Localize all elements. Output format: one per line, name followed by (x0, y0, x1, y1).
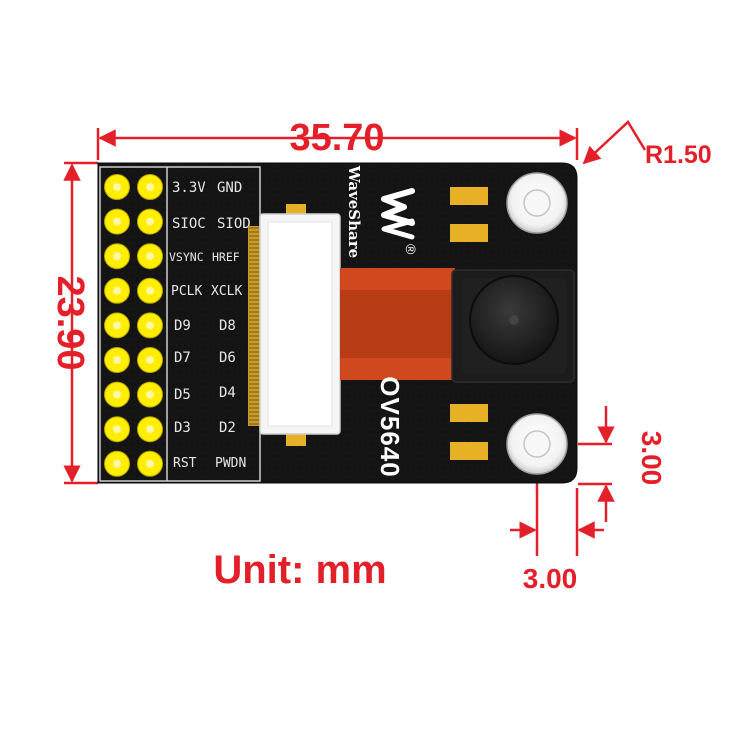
header-pin-center (113, 356, 121, 364)
hole-v-label: 3.00 (636, 431, 667, 486)
registered-mark: ® (403, 244, 419, 255)
mounting-hole-bottom-inner (523, 430, 551, 458)
pin-label-3-1: XCLK (211, 284, 242, 299)
pin-label-2-1: HREF (212, 250, 240, 264)
pin-label-0-1: GND (217, 180, 242, 196)
connector-tab-bottom (286, 432, 306, 446)
pin-label-7-1: D2 (219, 420, 236, 436)
flex-cable-strip (340, 290, 455, 358)
pin-header (104, 174, 163, 477)
mounting-holes (506, 172, 568, 475)
pin-label-1-1: SIOD (217, 216, 251, 232)
pin-label-5-1: D6 (219, 350, 236, 366)
brand-name: WaveShare (345, 165, 363, 258)
header-pin-center (146, 252, 154, 261)
header-pin-center (146, 425, 154, 434)
hole-h-label: 3.00 (523, 563, 578, 594)
header-pin-center (113, 183, 121, 191)
header-pin-center (113, 425, 121, 434)
unit-label: Unit: mm (213, 548, 386, 592)
connector-inner (267, 221, 333, 427)
pin-label-5-0: D7 (174, 350, 191, 366)
dimension-lines (63, 120, 647, 556)
pin-label-1-0: SIOC (172, 216, 206, 232)
radius-leader (582, 120, 647, 165)
header-pin-center (113, 459, 121, 468)
header-pin-center (146, 356, 154, 364)
header-pin-center (113, 390, 121, 399)
pin-labels: 3.3V GND SIOC SIOD VSYNC HREF PCLK XCLK … (169, 180, 251, 471)
pin-label-4-1: D8 (219, 318, 236, 334)
model-name: OV5640 (375, 376, 405, 477)
smd-pads (450, 187, 488, 460)
flex-cable (340, 268, 455, 380)
pad-bottom-upper (450, 404, 488, 422)
header-pin-center (113, 217, 121, 226)
header-pin-center (146, 217, 154, 226)
header-pin-center (146, 459, 154, 468)
pin-label-6-0: D5 (174, 387, 191, 403)
pin-label-4-0: D9 (174, 318, 191, 334)
header-pin-center (146, 286, 154, 295)
fpc-connector (248, 204, 341, 446)
width-label: 35.70 (289, 117, 384, 159)
header-pin-center (113, 286, 121, 295)
header-pin-center (146, 183, 154, 191)
radius-label: R1.50 (645, 141, 712, 169)
pin-label-8-1: PWDN (215, 456, 246, 471)
header-pin-center (146, 321, 154, 330)
pin-label-0-0: 3.3V (172, 180, 206, 196)
pin-label-6-1: D4 (219, 385, 236, 401)
camera-module (451, 269, 575, 383)
mounting-hole-top-inner (523, 189, 551, 217)
pad-top-upper (450, 187, 488, 205)
header-pin-center (146, 390, 154, 399)
pad-bottom-lower (450, 442, 488, 460)
waveshare-logo-icon (381, 188, 415, 240)
pcb-board: 3.3V GND SIOC SIOD VSYNC HREF PCLK XCLK … (97, 162, 578, 484)
pin-label-2-0: VSYNC (169, 250, 204, 264)
camera-lens-center (509, 315, 519, 325)
pin-label-8-0: RST (173, 456, 197, 471)
pin-label-3-0: PCLK (171, 284, 202, 299)
height-label: 23.90 (49, 275, 91, 370)
pad-top-lower (450, 224, 488, 242)
header-pin-center (113, 321, 121, 330)
header-pin-center (113, 252, 121, 261)
pin-label-7-0: D3 (174, 420, 191, 436)
